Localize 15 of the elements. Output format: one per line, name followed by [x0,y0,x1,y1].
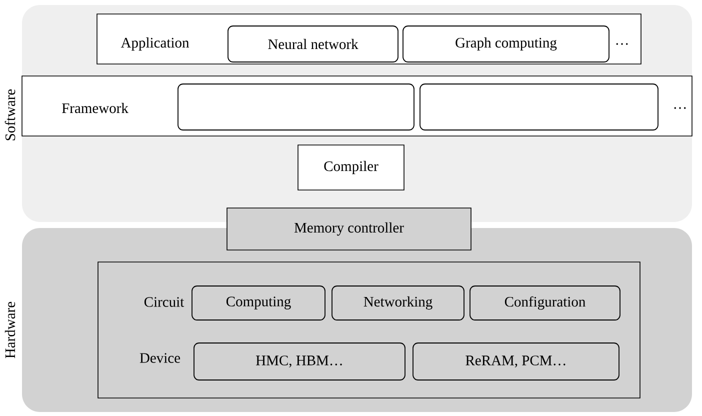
component-box [178,84,414,130]
component-box: HMC, HBM… [194,342,406,380]
component-box: Neural network [228,26,398,62]
component-box: ReRAM, PCM… [412,342,620,380]
component-box: Configuration [470,286,620,320]
component-box: Graph computing [402,26,610,62]
component-box [420,84,658,130]
node-label: Hardware [4,302,16,358]
node-label: Software [4,89,16,140]
process-box: Memory controller [226,208,472,250]
ellipsis-label: … [616,43,628,45]
ellipsis-label: … [674,107,686,109]
component-box: Networking [332,286,464,320]
component-box: Computing [192,286,326,320]
process-box: Compiler [298,144,404,190]
